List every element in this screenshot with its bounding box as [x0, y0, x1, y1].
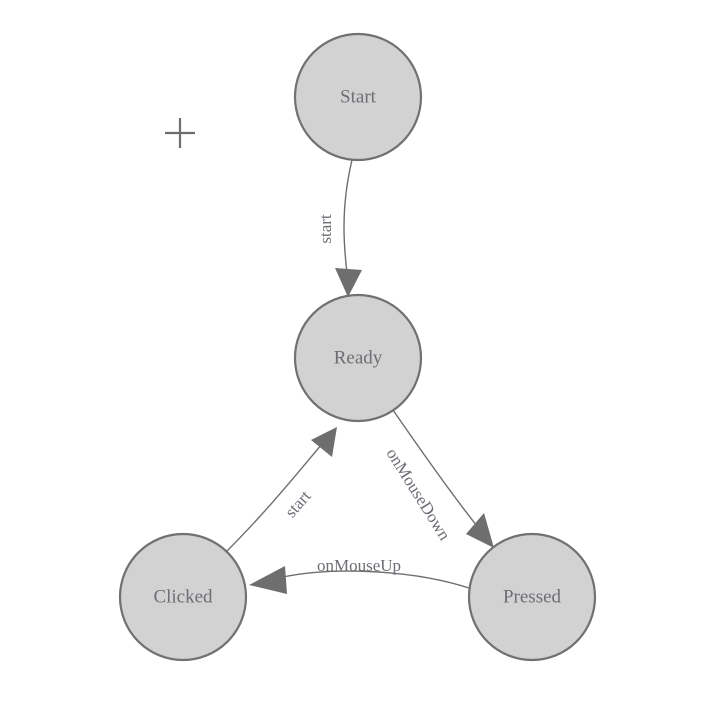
edge-label-ready-to-pressed: onMouseDown: [383, 445, 455, 544]
edge-start-to-ready[interactable]: start: [316, 159, 362, 297]
node-start-circle: [293, 32, 423, 162]
edge-label-start-to-ready: start: [316, 214, 335, 244]
crosshair-icon[interactable]: [165, 118, 195, 148]
edge-line-clicked-to-ready: [225, 443, 323, 553]
node-clicked-circle: [118, 532, 248, 662]
edge-line-start-to-ready: [343, 159, 353, 282]
node-clicked-label: Clicked: [153, 586, 213, 607]
node-start[interactable]: Start: [293, 32, 423, 162]
node-pressed[interactable]: Pressed: [467, 532, 597, 662]
edge-clicked-to-ready[interactable]: start: [225, 427, 337, 553]
node-start-label: Start: [340, 86, 377, 107]
edge-line-ready-to-pressed: [392, 409, 482, 532]
arrowhead-clicked-to-ready: [311, 427, 337, 457]
node-ready-circle: [293, 293, 423, 423]
arrowhead-pressed-to-clicked: [249, 566, 287, 594]
arrowhead-start-to-ready: [335, 268, 362, 297]
edge-ready-to-pressed[interactable]: onMouseDown: [383, 409, 494, 548]
edge-label-clicked-to-ready: start: [281, 486, 315, 521]
node-ready[interactable]: Ready: [293, 293, 423, 423]
node-ready-label: Ready: [334, 347, 383, 368]
edge-line-pressed-to-clicked: [282, 570, 470, 589]
node-pressed-circle: [467, 532, 597, 662]
node-clicked[interactable]: Clicked: [118, 532, 248, 662]
arrowhead-ready-to-pressed: [466, 513, 494, 548]
edge-pressed-to-clicked[interactable]: onMouseUp: [249, 556, 470, 594]
node-pressed-label: Pressed: [503, 586, 562, 607]
edge-label-pressed-to-clicked: onMouseUp: [317, 556, 401, 575]
